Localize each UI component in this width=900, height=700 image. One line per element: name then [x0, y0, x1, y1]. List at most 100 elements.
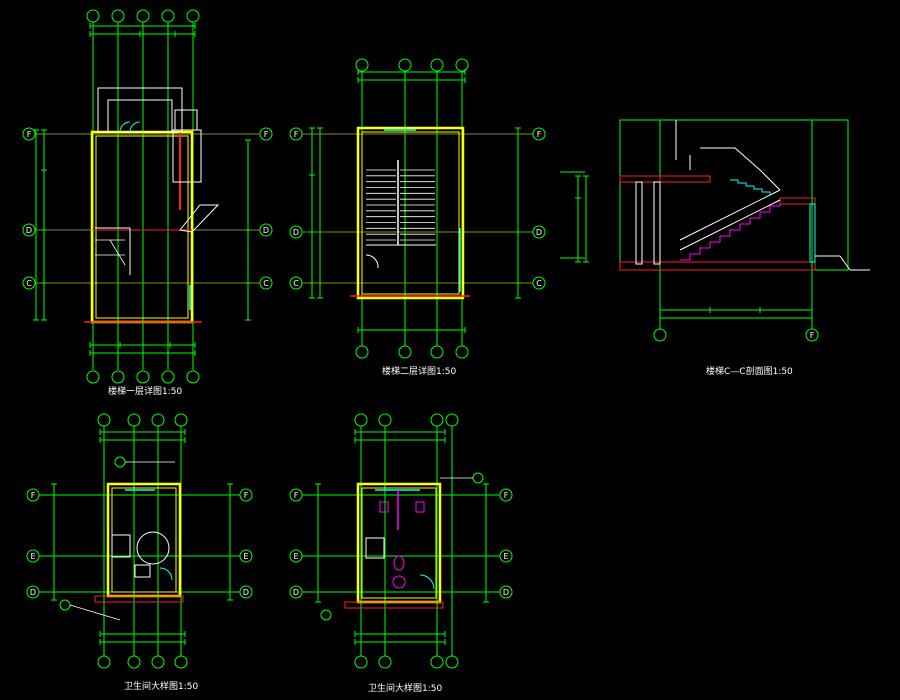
- wall-inner: [361, 487, 437, 599]
- axis-bubble: [289, 585, 303, 599]
- axis-bubble: [136, 370, 150, 384]
- sink-fixture: [392, 575, 406, 589]
- note-bubble: [114, 456, 126, 468]
- axis-bubble: [289, 549, 303, 563]
- axis-bubble-label: E: [293, 552, 298, 561]
- axis-bubble: [289, 127, 303, 141]
- axis-bubble: [151, 413, 165, 427]
- axis-bubble-label: F: [294, 130, 299, 139]
- wall-recess: [172, 129, 202, 183]
- floor-slab: [659, 175, 711, 183]
- axis-bubble: [289, 488, 303, 502]
- note-bubble: [59, 599, 71, 611]
- axis-bubble: [430, 413, 444, 427]
- axis-bubble: [805, 328, 819, 342]
- axis-bubble: [355, 345, 369, 359]
- axis-bubble-label: D: [243, 588, 249, 597]
- floor-slab: [619, 261, 816, 271]
- axis-bubble-label: C: [26, 279, 32, 288]
- title-stair-section: 楼梯C—C剖面图1:50: [706, 367, 793, 377]
- axis-bubble: [22, 127, 36, 141]
- wall-section: [635, 181, 643, 265]
- wall-outline: [356, 482, 442, 604]
- axis-bubble: [161, 370, 175, 384]
- axis-bubble-label: E: [243, 552, 248, 561]
- axis-bubble: [127, 655, 141, 669]
- axis-bubble: [378, 413, 392, 427]
- axis-bubble-label: D: [293, 588, 299, 597]
- axis-bubble-label: F: [537, 130, 542, 139]
- axis-bubble: [161, 9, 175, 23]
- canopy-outline: [97, 87, 183, 133]
- wall-outline: [90, 130, 194, 324]
- axis-bubble-label: D: [263, 226, 269, 235]
- axis-bubble-label: F: [294, 491, 299, 500]
- title-toilet-plan-1: 卫生间大样图1:50: [124, 682, 199, 692]
- axis-bubble-label: E: [30, 552, 35, 561]
- axis-bubble-label: F: [504, 491, 509, 500]
- axis-bubble: [174, 413, 188, 427]
- axis-bubble: [97, 655, 111, 669]
- axis-bubble: [259, 223, 273, 237]
- urinal: [379, 501, 389, 513]
- stair-arrow: [109, 239, 126, 266]
- stair-flight-lower: [680, 200, 781, 261]
- axis-bubble: [455, 345, 469, 359]
- wall-section: [653, 181, 661, 265]
- roof-slope: [179, 204, 220, 233]
- axis-bubble: [532, 276, 546, 290]
- door-swing: [365, 254, 379, 269]
- title-stair-plan-1: 楼梯一层详图1:50: [108, 387, 183, 397]
- cabinet: [365, 537, 385, 559]
- axis-bubble: [97, 413, 111, 427]
- axis-bubble: [430, 345, 444, 359]
- note-bubble: [472, 472, 484, 484]
- axis-bubble: [127, 413, 141, 427]
- axis-bubble-label: F: [31, 491, 36, 500]
- axis-bubble: [455, 58, 469, 72]
- handrail: [679, 199, 781, 251]
- note-bubble: [320, 609, 332, 621]
- axis-bubble: [289, 225, 303, 239]
- axis-bubble: [653, 328, 667, 342]
- door-swing: [119, 121, 141, 133]
- axis-bubble: [499, 549, 513, 563]
- axis-bubble: [239, 585, 253, 599]
- axis-bubble-label: C: [536, 279, 542, 288]
- axis-bubble: [259, 127, 273, 141]
- wall-outline: [356, 126, 465, 300]
- axis-bubble-label: F: [264, 130, 269, 139]
- axis-bubble: [239, 488, 253, 502]
- axis-bubble-label: D: [26, 226, 32, 235]
- axis-bubble-label: E: [503, 552, 508, 561]
- axis-bubble: [26, 585, 40, 599]
- axis-bubble: [430, 655, 444, 669]
- axis-bubble: [354, 413, 368, 427]
- floor-slab: [344, 601, 444, 609]
- title-stair-plan-2: 楼梯二层详图1:50: [382, 367, 457, 377]
- axis-bubble: [430, 58, 444, 72]
- axis-bubble: [174, 655, 188, 669]
- axis-bubble: [186, 9, 200, 23]
- toilet-fixture: [134, 564, 151, 578]
- wall-inner: [95, 135, 189, 319]
- axis-bubble: [151, 655, 165, 669]
- axis-bubble: [355, 58, 369, 72]
- axis-bubble: [22, 223, 36, 237]
- axis-bubble-label: D: [536, 228, 542, 237]
- axis-bubble: [259, 276, 273, 290]
- axis-bubble: [532, 225, 546, 239]
- axis-bubble-label: F: [244, 491, 249, 500]
- axis-bubble: [111, 9, 125, 23]
- axis-bubble: [186, 370, 200, 384]
- axis-bubble-label: C: [263, 279, 269, 288]
- leader-line: [69, 604, 121, 621]
- door-swing: [159, 567, 173, 581]
- axis-bubble: [26, 549, 40, 563]
- axis-bubble: [111, 370, 125, 384]
- floor-slab: [619, 175, 661, 183]
- axis-bubble: [239, 549, 253, 563]
- axis-bubble: [22, 276, 36, 290]
- axis-bubble-label: F: [27, 130, 32, 139]
- stair-flight-upper: [730, 179, 771, 195]
